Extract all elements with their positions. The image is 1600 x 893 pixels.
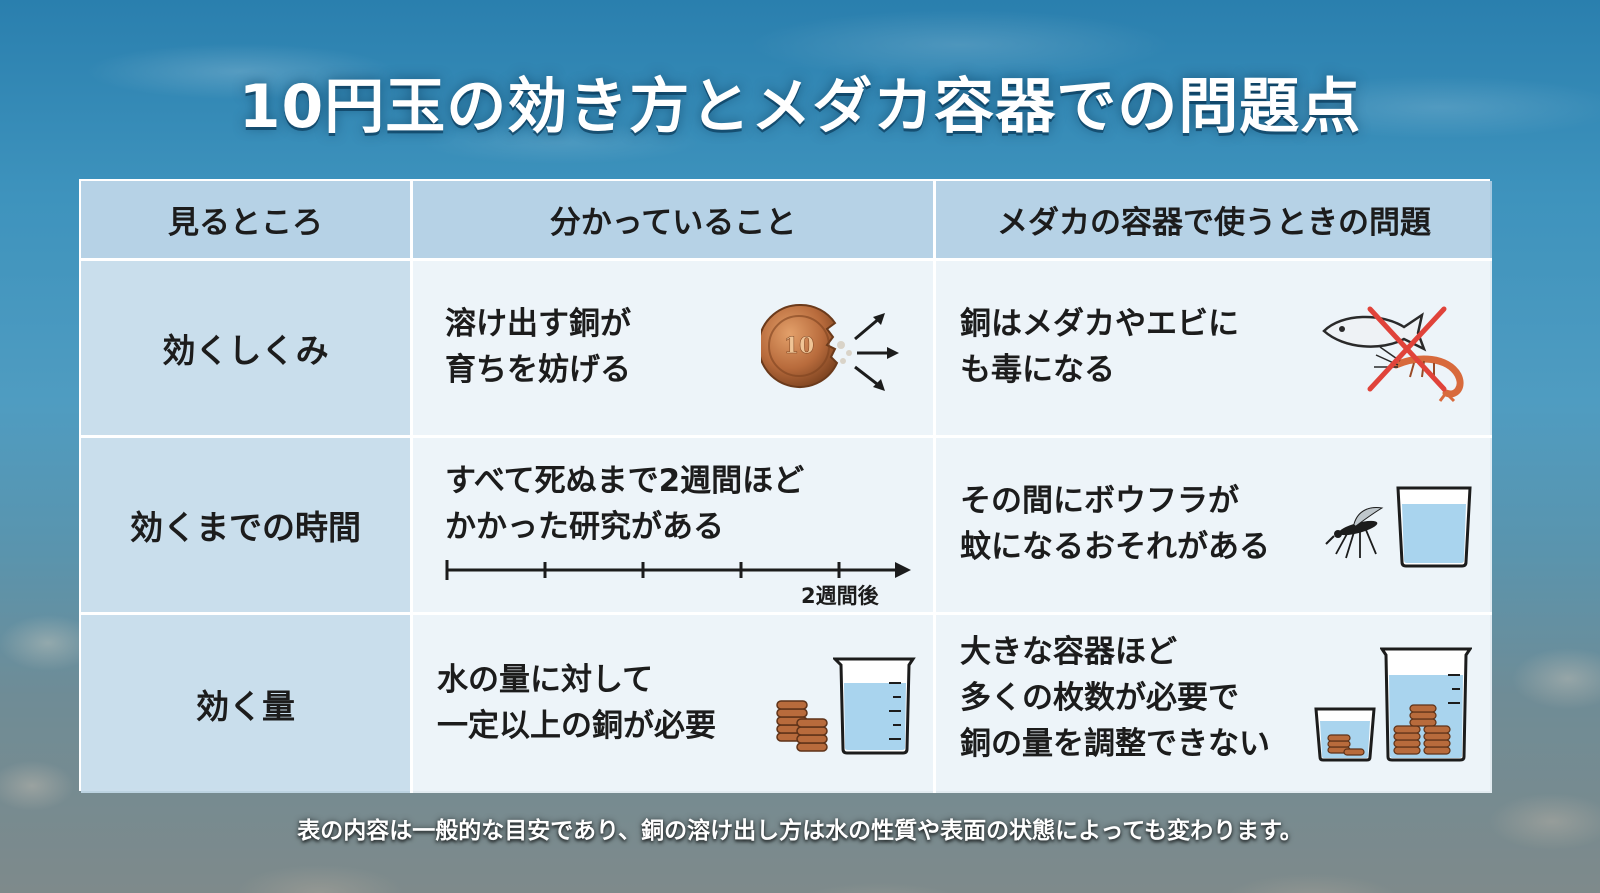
coin-icon: 10	[761, 303, 839, 388]
small-container-icon	[1314, 707, 1376, 762]
text-line: 育ちを妨げる	[445, 352, 631, 388]
page-title: 10円玉の効き方とメダカ容器での問題点	[238, 72, 1362, 142]
cell-time-known: すべて死ぬまで2週間ほど かかった研究がある 2週間後	[413, 438, 936, 615]
text-line: 多くの枚数が必要で	[960, 680, 1239, 716]
row-label-time: 効くまでの時間	[81, 438, 413, 615]
text-block: 水の量に対して 一定以上の銅が必要	[437, 657, 716, 749]
text-block: すべて死ぬまで2週間ほど かかった研究がある	[445, 458, 804, 550]
cell-amount-known: 水の量に対して 一定以上の銅が必要	[413, 615, 936, 793]
text-line: 蚊になるおそれがある	[960, 529, 1270, 565]
beaker-icon	[833, 657, 916, 755]
header-aspect: 見るところ	[81, 181, 413, 261]
cell-time-problem: その間にボウフラが 蚊になるおそれがある	[936, 438, 1492, 615]
text-block: その間にボウフラが 蚊になるおそれがある	[960, 478, 1270, 570]
header-known: 分かっていること	[413, 181, 936, 261]
header-problem: メダカの容器で使うときの問題	[936, 181, 1492, 261]
text-line: 水の量に対して	[437, 662, 654, 698]
text-line: その間にボウフラが	[960, 483, 1239, 519]
text-block: 大きな容器ほど 多くの枚数が必要で 銅の量を調整できない	[960, 629, 1270, 767]
text-block: 溶け出す銅が 育ちを妨げる	[445, 301, 631, 393]
text-line: も毒になる	[960, 352, 1115, 388]
text-line: 溶け出す銅が	[445, 306, 631, 342]
cell-amount-problem: 大きな容器ほど 多くの枚数が必要で 銅の量を調整できない	[936, 615, 1492, 793]
cell-mechanism-known: 溶け出す銅が 育ちを妨げる 10	[413, 261, 936, 438]
coin-label: 10	[784, 333, 815, 359]
cell-mechanism-problem: 銅はメダカやエビに も毒になる	[936, 261, 1492, 438]
timeline-end-label: 2週間後	[801, 584, 879, 608]
mosquito-icon	[1325, 507, 1384, 559]
large-container-icon	[1380, 647, 1472, 762]
text-line: かかった研究がある	[445, 509, 724, 545]
comparison-table: 見るところ 分かっていること メダカの容器で使うときの問題 効くしくみ 溶け出す…	[79, 179, 1492, 793]
text-line: 大きな容器ほど	[960, 634, 1177, 670]
fish-shrimp-crossed-icon	[1322, 306, 1464, 403]
text-line: 銅はメダカやエビに	[960, 306, 1239, 342]
footnote: 表の内容は一般的な目安であり、銅の溶け出し方は水の性質や表面の状態によっても変わ…	[297, 818, 1303, 844]
row-label-mechanism: 効くしくみ	[81, 261, 413, 438]
cross-mark-icon	[1367, 306, 1447, 392]
coin-stack-icon	[776, 700, 828, 752]
row-label-amount: 効く量	[81, 615, 413, 793]
water-container-icon	[1396, 486, 1472, 568]
timeline-icon	[445, 560, 911, 580]
text-line: 銅の量を調整できない	[960, 726, 1270, 762]
arrows-icon	[837, 313, 899, 391]
text-line: すべて死ぬまで2週間ほど	[445, 463, 805, 499]
text-line: 一定以上の銅が必要	[437, 708, 716, 744]
text-block: 銅はメダカやエビに も毒になる	[960, 301, 1239, 393]
